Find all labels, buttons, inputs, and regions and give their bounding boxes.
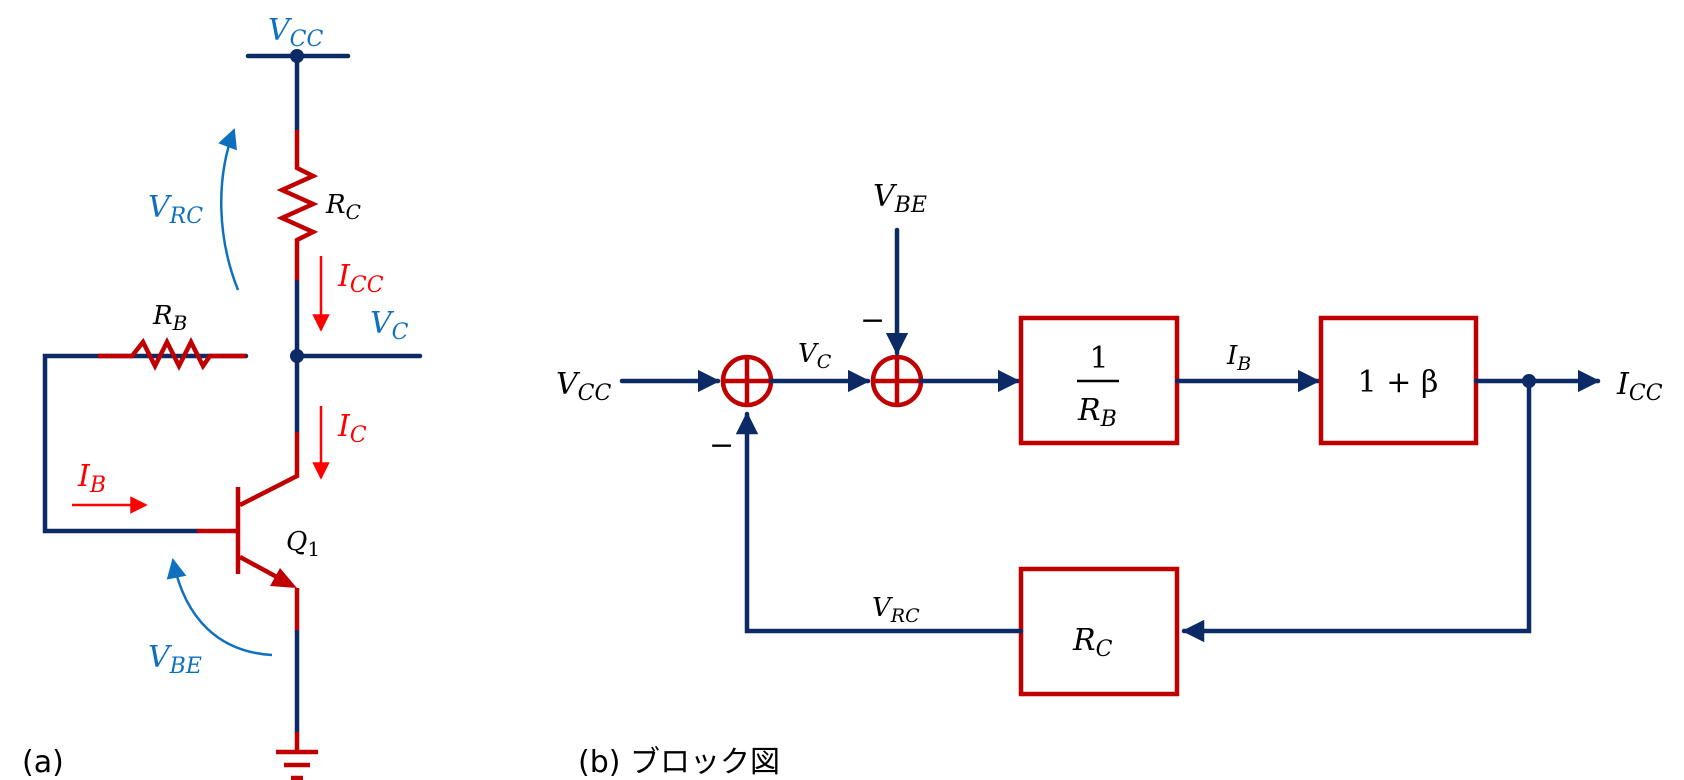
vbe-voltage-arrow: [166, 558, 273, 657]
summing-junction-2: [870, 354, 924, 408]
rc-label: RC: [325, 190, 361, 224]
output-icc-label: ICC: [1616, 367, 1663, 406]
circuit-schematic: VCC RC VC ICC VRC RB IB: [22, 13, 423, 780]
vcc-label: VCC: [268, 13, 324, 52]
vbe-input-label: VBE: [873, 179, 927, 218]
rb-label: RB: [152, 301, 187, 335]
block-1-plus-beta: [1318, 315, 1479, 446]
summing-junction-1: [720, 354, 774, 408]
base-feedback-wire: [42, 353, 249, 534]
ground-icon: [276, 732, 318, 780]
vbe-minus-sign: −: [860, 303, 885, 338]
resistor-rc: [276, 130, 319, 282]
vrc-signal-label: VRC: [872, 593, 920, 627]
block-rc-label: RC: [1072, 623, 1113, 662]
transistor-q1: [197, 432, 300, 632]
vc-label: VC: [370, 306, 409, 345]
vbe-label: VBE: [148, 640, 202, 679]
vrc-label: VRC: [148, 190, 203, 229]
block-diagram: VCC VC VBE − 1 RB IB 1 + β: [556, 179, 1663, 780]
vc-signal-label: VC: [798, 339, 832, 373]
feedback-line-to-rc: [1181, 378, 1532, 643]
block-rc: [1018, 566, 1180, 697]
feedback-minus-sign: −: [709, 428, 734, 463]
vrc-voltage-arrow: [218, 128, 240, 291]
input-vcc-label: VCC: [556, 367, 612, 406]
block-rb-denominator: RB: [1077, 393, 1117, 432]
resistor-rb: [98, 336, 246, 372]
block-gain-label: 1 + β: [1358, 365, 1439, 400]
q1-label: Q1: [286, 527, 320, 561]
ib-label: IB: [77, 459, 106, 498]
ic-label: IC: [337, 409, 367, 448]
icc-label: ICC: [337, 259, 384, 298]
block-rb-numerator: 1: [1089, 341, 1108, 376]
circuit-caption: (a): [22, 745, 64, 780]
ib-signal-label: IB: [1226, 341, 1251, 375]
block-diagram-caption: (b) ブロック図: [578, 745, 780, 780]
vrc-feedback-line: [735, 411, 1024, 634]
